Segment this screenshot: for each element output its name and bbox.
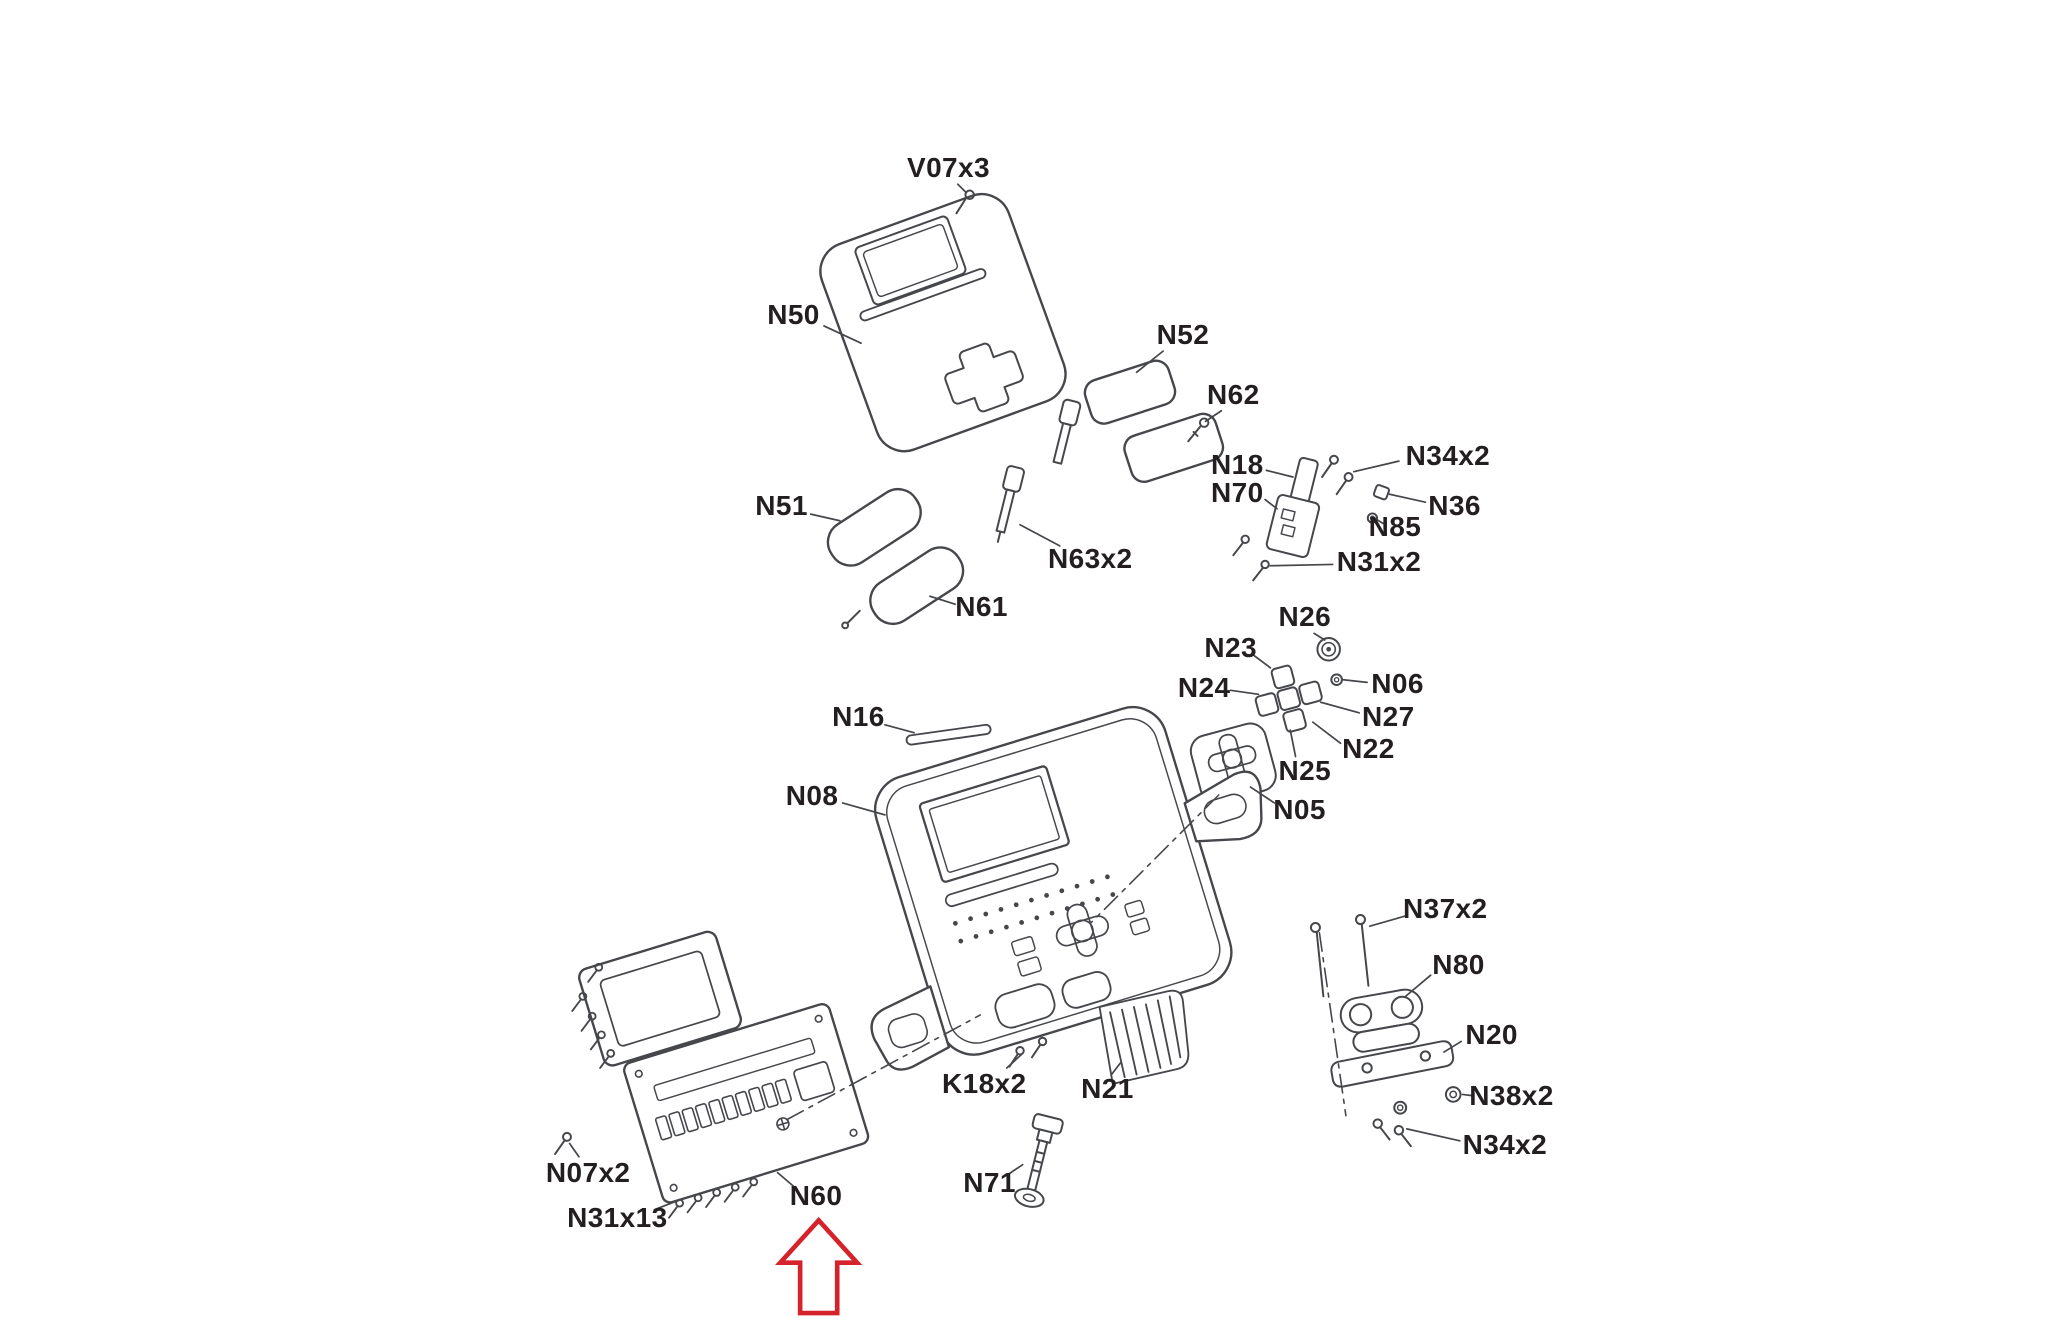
part-console-body-n08 <box>870 706 1263 1071</box>
leader-line-n63x2 <box>1019 523 1061 547</box>
screw-n07-icon <box>554 1131 572 1156</box>
leader-line-n52 <box>1135 350 1164 374</box>
leader-line-n22 <box>1311 721 1342 745</box>
left-wing <box>870 985 951 1071</box>
leader-line-n16 <box>884 723 915 734</box>
washer-n06-icon <box>1330 673 1343 687</box>
leader-lines <box>568 183 1474 1211</box>
leader-line-n62 <box>1204 409 1223 423</box>
part-right-bracket-assembly <box>1309 914 1462 1148</box>
knob-n26-icon <box>1316 636 1341 662</box>
right-wing <box>1183 770 1263 843</box>
leader-line-n36 <box>1388 493 1427 504</box>
leader-line-n80 <box>1404 974 1432 998</box>
leader-line-n20 <box>1443 1040 1463 1053</box>
washers-n38x2-icon <box>1393 1086 1462 1115</box>
nut-n36-icon <box>1372 484 1390 501</box>
part-bracket-assembly-n18-n70 <box>1232 454 1390 582</box>
assembly-axis-lines <box>786 794 1347 1121</box>
center-screw-icon <box>776 1117 790 1131</box>
leader-line-n34x2-top <box>1352 460 1400 473</box>
part-keypad-board-n60 <box>554 1002 870 1219</box>
clamp-n80-icon <box>1339 988 1424 1053</box>
part-standoffs-n63 <box>995 398 1082 543</box>
part-sticker-n61 <box>841 546 965 630</box>
screws-n34-top-icon <box>1321 454 1354 496</box>
leader-line-n06 <box>1342 678 1368 684</box>
console-dpad-icon <box>1055 903 1110 957</box>
leader-line-n31x13 <box>653 1199 680 1211</box>
part-trim-n16 <box>905 723 992 746</box>
leader-line-n51 <box>809 513 841 522</box>
leader-line-n71 <box>1005 1163 1024 1177</box>
frame-screws-icon <box>571 962 616 1069</box>
leader-line-n07x2 <box>568 1142 580 1158</box>
screws-n37x2-icon <box>1309 914 1370 998</box>
leader-line-v07x3 <box>956 183 967 193</box>
screws-n34x2-bottom-icon <box>1372 1118 1412 1148</box>
leader-line-n05 <box>1249 786 1276 804</box>
part-bolt-n71 <box>1013 1113 1064 1208</box>
leader-line-n27 <box>1319 701 1361 714</box>
leader-line-n50 <box>823 325 862 345</box>
screws-n31x13-icon <box>668 1177 759 1219</box>
leader-line-n85 <box>1375 518 1384 525</box>
key-row-icon <box>654 1078 792 1141</box>
leader-line-n26 <box>1313 632 1326 641</box>
part-top-cover-n50 <box>819 189 1067 453</box>
leader-line-n70 <box>1264 498 1278 510</box>
leader-line-n08 <box>841 802 886 816</box>
screws-n31x2-icon <box>1232 534 1270 582</box>
plate-n20-icon <box>1330 1040 1455 1088</box>
leader-line-n18 <box>1265 469 1294 478</box>
part-sticker-n51 <box>826 487 922 567</box>
leader-line-k18x2 <box>1005 1052 1024 1069</box>
screw-v07-icon <box>955 189 975 215</box>
leader-line-n38x2 <box>1461 1093 1474 1097</box>
part-screw-n62 <box>1187 417 1210 443</box>
part-window-frame <box>571 930 743 1069</box>
leader-line-n31x2 <box>1269 563 1334 567</box>
highlight-arrow-icon <box>775 1216 863 1316</box>
leader-line-n25 <box>1289 729 1297 758</box>
leader-line-n34x2-bot <box>1405 1128 1461 1142</box>
leader-line-n37x2 <box>1368 914 1408 928</box>
leader-line-n61 <box>929 595 956 606</box>
leader-line-n21 <box>1110 1061 1122 1076</box>
part-stickers-n52 <box>1083 359 1225 484</box>
leader-line-n60 <box>776 1171 798 1190</box>
speaker-dots-icon <box>953 874 1116 944</box>
leader-line-n24 <box>1229 689 1260 696</box>
washer-n85-icon <box>1366 512 1379 524</box>
cross-keys-icon <box>1254 664 1323 733</box>
leader-line-n23 <box>1253 655 1272 669</box>
part-grille-n21 <box>1098 989 1190 1085</box>
